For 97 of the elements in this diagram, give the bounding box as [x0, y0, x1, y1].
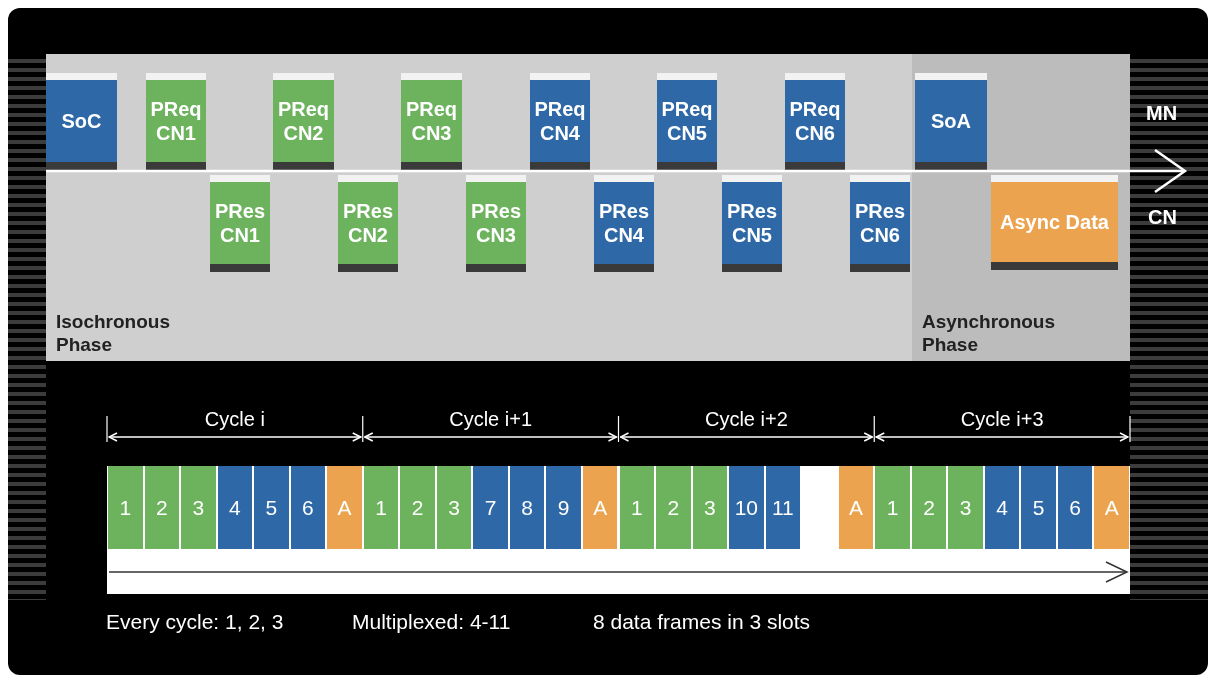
frame-box: [991, 175, 1118, 270]
frame-box: [210, 175, 270, 272]
note-text: Multiplexed: 4-11: [352, 610, 511, 634]
slot-number: 1: [119, 495, 132, 520]
slot-number: 1: [886, 495, 899, 520]
slot-box: [729, 466, 764, 549]
slot-box: [400, 466, 435, 549]
slot-box: [254, 466, 289, 549]
slot-box: [838, 466, 874, 549]
slot-box: [765, 466, 801, 549]
frame-box: [594, 175, 654, 272]
slot-number: 2: [667, 495, 680, 520]
frame-label: Async Data: [1000, 210, 1109, 234]
frame-box: [530, 73, 590, 170]
frame-box: [850, 175, 910, 272]
slot-box: [546, 466, 581, 549]
slot-number: 11: [772, 495, 794, 520]
frame-box: [657, 73, 717, 170]
note-text: Every cycle: 1, 2, 3: [106, 610, 284, 634]
frame-label: PRes CN5: [726, 199, 778, 247]
slot-box: [1021, 466, 1056, 549]
slot-box: [473, 466, 508, 549]
slot-number: 3: [959, 495, 972, 520]
slot-number: 4: [996, 495, 1008, 520]
frame-label: PReq CN1: [149, 97, 203, 145]
frame-box: [338, 175, 398, 272]
slot-box: [509, 466, 545, 549]
phase-band: [46, 54, 912, 361]
phase-label: Asynchronous Phase: [922, 311, 1057, 357]
frame-label: PReq CN6: [788, 97, 842, 145]
slot-number: 1: [375, 495, 387, 520]
slot-box: [656, 466, 691, 549]
frame-label: SoC: [61, 109, 102, 133]
node-role-label: MN: [1146, 102, 1178, 125]
cycle-label: Cycle i+1: [449, 408, 533, 431]
frame-label: PReq CN3: [404, 97, 459, 145]
slot-box: [436, 466, 472, 549]
frame-label: PReq CN2: [276, 97, 331, 145]
slot-number: 6: [1069, 495, 1082, 520]
slot-number: 1: [630, 495, 643, 520]
slot-number: 9: [557, 495, 570, 520]
frame-box: [722, 175, 782, 272]
frame-box: [273, 73, 334, 170]
frame-box: [466, 175, 526, 272]
slot-number: 3: [704, 495, 716, 520]
slot-number: 8: [521, 495, 533, 520]
slot-number: A: [1104, 495, 1119, 520]
frame-label: PRes CN1: [214, 199, 266, 247]
phase-label: Isochronous Phase: [56, 311, 171, 357]
slot-box: [1094, 466, 1129, 549]
frame-label: PRes CN6: [854, 199, 906, 247]
slot-box: [582, 466, 618, 549]
slot-number: 7: [484, 495, 497, 520]
frame-box: [146, 73, 206, 170]
slot-box: [217, 466, 253, 549]
slot-number: 2: [923, 495, 935, 520]
slot-number: A: [848, 495, 863, 520]
frame-label: SoA: [931, 109, 971, 133]
cycle-label: Cycle i+3: [960, 408, 1044, 431]
slot-box: [984, 466, 1020, 549]
cycle-label: Cycle i: [204, 408, 265, 431]
slot-box: [108, 466, 143, 549]
phase-band: [912, 54, 1130, 361]
slot-number: 5: [265, 495, 278, 520]
note-text: 8 data frames in 3 slots: [593, 610, 811, 634]
slot-box: [363, 466, 399, 549]
slot-box: [290, 466, 326, 549]
frame-box: [785, 73, 845, 170]
frame-box: [401, 73, 462, 170]
slot-number: 3: [448, 495, 460, 520]
slot-box: [911, 466, 947, 549]
slot-number: 4: [229, 495, 241, 520]
slot-box: [948, 466, 983, 549]
frame-label: PReq CN4: [533, 97, 587, 145]
slot-number: 10: [734, 495, 759, 520]
frame-label: PReq CN5: [660, 97, 714, 145]
slot-number: 6: [302, 495, 314, 520]
slot-box: [144, 466, 180, 549]
slot-box: [619, 466, 655, 549]
slot-box: [327, 466, 362, 549]
slot-number: 3: [192, 495, 205, 520]
slot-box: [181, 466, 216, 549]
slot-box: [875, 466, 910, 549]
node-role-label: CN: [1148, 206, 1177, 229]
frame-box: [915, 73, 987, 170]
frame-label: PRes CN4: [598, 199, 650, 247]
slot-number: 2: [411, 495, 424, 520]
frame-label: PRes CN2: [342, 199, 394, 247]
slot-number: A: [337, 495, 352, 520]
frame-label: PRes CN3: [470, 199, 522, 247]
slot-box: [692, 466, 728, 549]
slot-number: A: [593, 495, 608, 520]
slot-number: 5: [1032, 495, 1045, 520]
frame-box: [46, 73, 117, 170]
slot-number: 2: [155, 495, 168, 520]
cycle-label: Cycle i+2: [704, 408, 788, 431]
slot-box: [1057, 466, 1093, 549]
